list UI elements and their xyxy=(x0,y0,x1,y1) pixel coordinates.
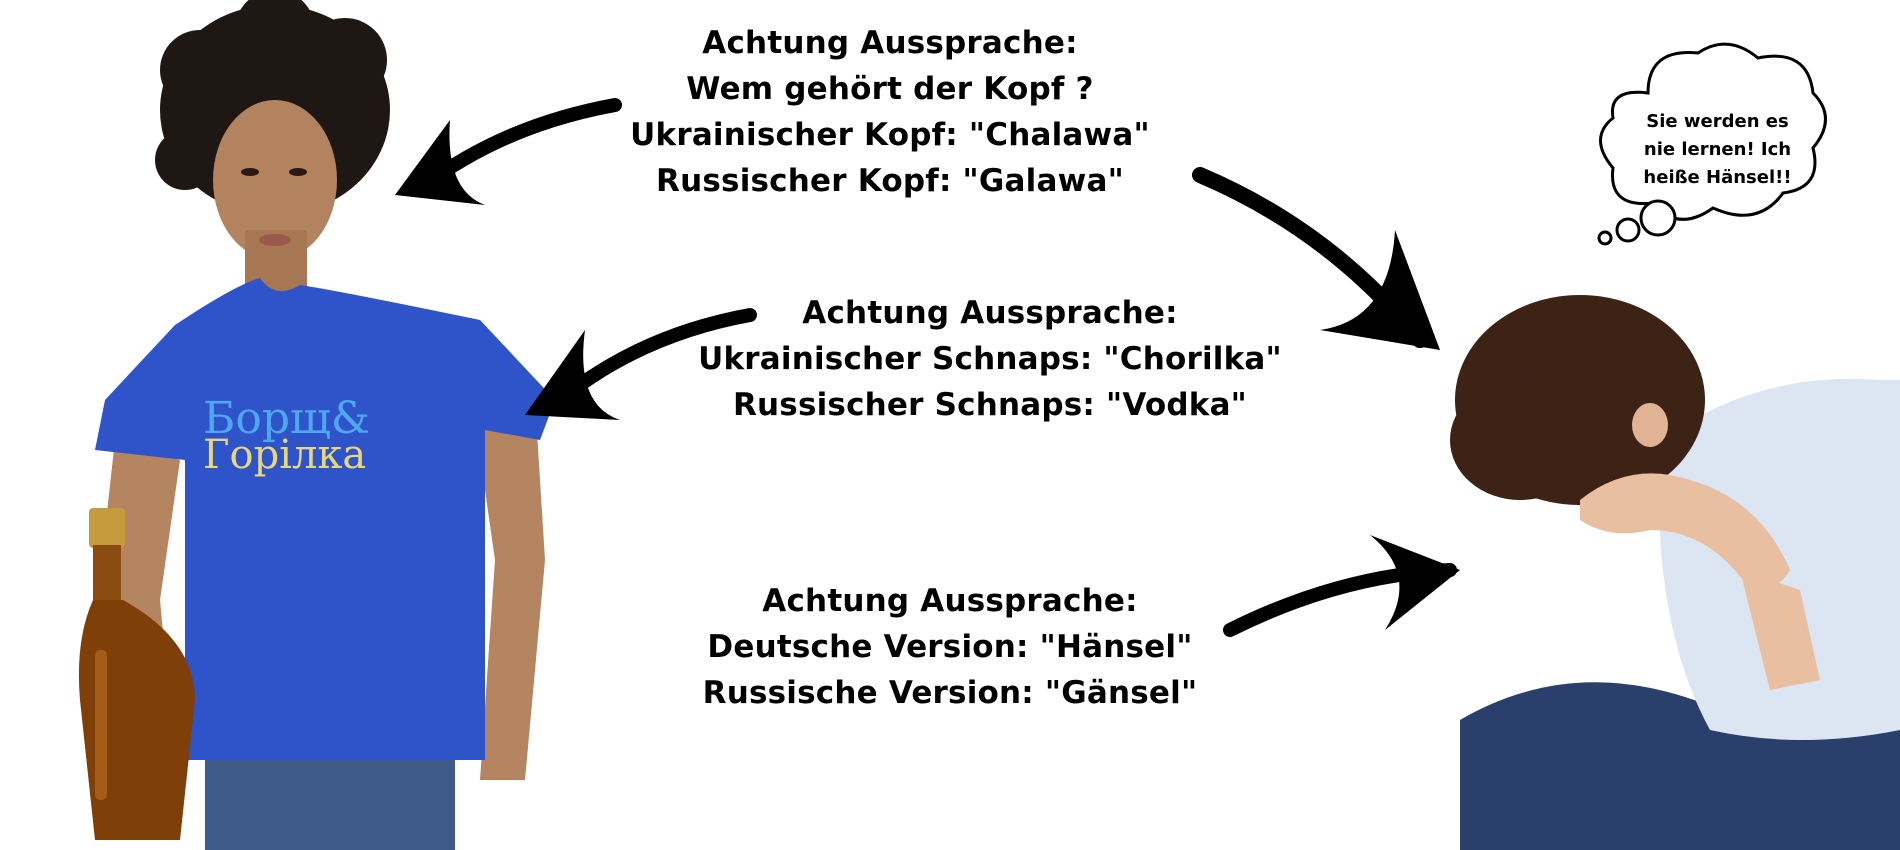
caption-block-schnaps: Achtung Aussprache: Ukrainischer Schnaps… xyxy=(690,290,1290,428)
caption-line: Achtung Aussprache: xyxy=(802,295,1178,331)
thought-line: nie lernen! Ich xyxy=(1643,139,1792,160)
caption-line: Achtung Aussprache: xyxy=(762,583,1138,619)
bottle-icon xyxy=(78,508,195,840)
thought-cloud-icon xyxy=(1597,42,1827,246)
caption-line: Deutsche Version: "Hänsel" xyxy=(707,629,1193,665)
caption-block-name: Achtung Aussprache: Deutsche Version: "H… xyxy=(680,578,1220,716)
thought-line: Sie werden es xyxy=(1646,111,1789,132)
left-arrow-icon xyxy=(525,308,757,420)
caption-line: Russische Version: "Gänsel" xyxy=(702,675,1198,711)
left-arrow-icon xyxy=(395,98,622,205)
right-arrow-icon xyxy=(1192,167,1440,350)
caption-line: Achtung Aussprache: xyxy=(702,25,1078,61)
caption-block-head: Achtung Aussprache: Wem gehört der Kopf … xyxy=(630,20,1150,204)
caption-line: Russischer Kopf: "Galawa" xyxy=(656,163,1124,199)
caption-line: Ukrainischer Kopf: "Chalawa" xyxy=(630,117,1150,153)
caption-line: Ukrainischer Schnaps: "Chorilka" xyxy=(698,341,1282,377)
caption-line: Wem gehört der Kopf ? xyxy=(686,71,1094,107)
blue-t-shirt xyxy=(95,278,555,760)
shirt-print-line1: Борщ& xyxy=(203,393,370,444)
right-arrow-icon xyxy=(1223,535,1460,637)
thought-bubble-text: Sie werden es nie lernen! Ich heiße Häns… xyxy=(1620,108,1815,192)
shirt-print-line2: Горілка xyxy=(203,432,366,478)
thought-line: heiße Hänsel!! xyxy=(1643,167,1792,188)
caption-line: Russischer Schnaps: "Vodka" xyxy=(732,387,1248,423)
woman-photo: Борщ& Горілка xyxy=(78,0,555,850)
boy-photo xyxy=(1450,295,1900,850)
